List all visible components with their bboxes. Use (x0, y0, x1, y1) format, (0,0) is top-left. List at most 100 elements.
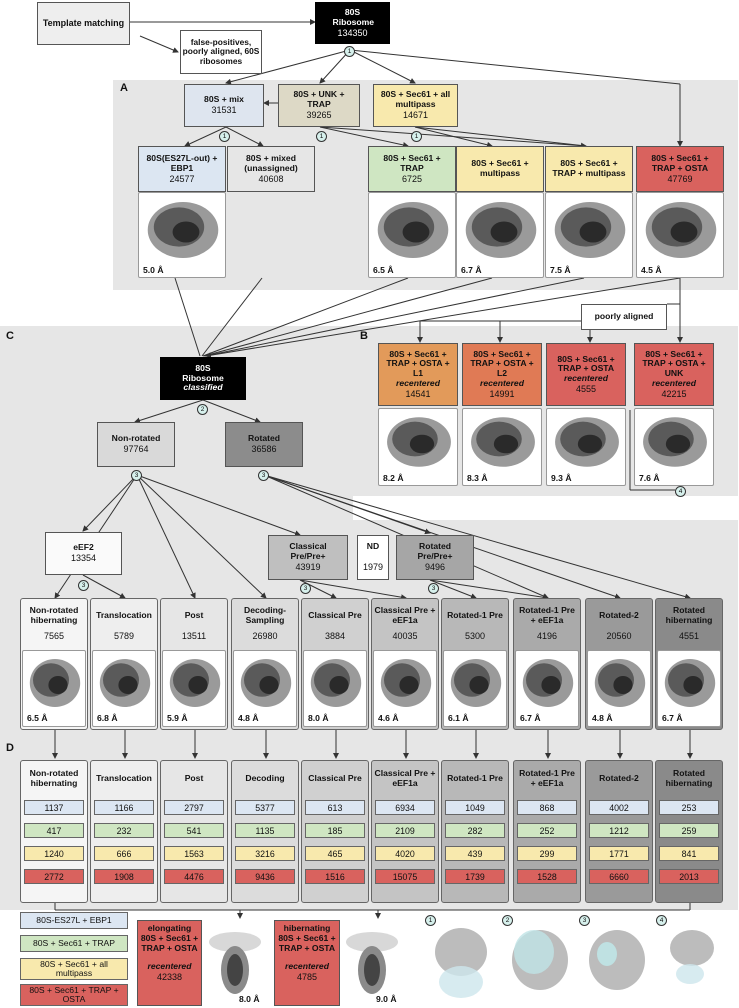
state-map-tile: 6.1 Å (443, 650, 507, 727)
mask-inset-4: 4 (654, 912, 728, 1006)
density-map (377, 202, 449, 258)
density-map (555, 417, 619, 467)
density-map (310, 659, 362, 707)
density-map (643, 417, 707, 467)
mask-inset-2: 2 (500, 912, 574, 1006)
count-column-title: Rotated-1 Pre (447, 773, 503, 784)
sec61-all-box: 80S + Sec61 + all multipass 14671 (373, 84, 458, 127)
state-map-tile: 6.7 Å (515, 650, 579, 727)
panel-a-class-count: 24577 (169, 173, 195, 184)
mask-2-map (512, 930, 568, 990)
panel-a-class-title: 80S + Sec61 + TRAP + multipass (552, 158, 626, 178)
classified-sub: classified (183, 382, 223, 393)
density-map (664, 659, 716, 707)
state-count: 5789 (113, 631, 135, 641)
state-map-tile: 4.6 Å (373, 650, 437, 727)
state-resolution: 4.8 Å (238, 713, 259, 724)
panel-b-class-sub: recentered (396, 378, 440, 389)
density-map (522, 659, 574, 707)
mix-title: 80S + mix (204, 94, 244, 105)
panel-a-class-title: 80S + Sec61 + TRAP (383, 152, 441, 173)
non-rotated-title: Non-rotated (111, 433, 161, 444)
eef2-title: eEF2 (73, 542, 94, 553)
panel-b-class-title: 80S + Sec61 + TRAP + OSTA (557, 353, 615, 374)
step-1-badge: 1 (316, 131, 327, 142)
density-map (147, 202, 219, 258)
count-cell: 417 (24, 823, 84, 838)
ribosome-root-count: 134350 (337, 27, 368, 38)
rotated-count: 36586 (251, 444, 277, 455)
state-map-tile: 6.7 Å (657, 650, 721, 727)
panel-a-class-count: 40608 (258, 173, 284, 184)
state-resolution: 4.6 Å (378, 713, 399, 724)
count-column-title: Decoding (245, 773, 285, 784)
panel-label-d: D (6, 742, 14, 754)
state-resolution: 8.0 Å (308, 713, 329, 724)
panel-a-map-tile: 6.5 Å (368, 192, 456, 278)
sec61-all-title: 80S + Sec61 + all multipass (380, 89, 451, 110)
panel-b-class-sub: recentered (652, 378, 696, 389)
count-column-title: Non-rotated hibernating (29, 768, 79, 788)
count-cell: 253 (659, 800, 719, 815)
state-resolution: 6.7 Å (520, 713, 541, 724)
panel-a-class-box: 80S + Sec61 + TRAP + multipass (545, 146, 633, 192)
density-map (387, 417, 451, 467)
density-map (554, 202, 626, 258)
state-title: Classical Pre + eEF1a (374, 605, 436, 625)
density-map (465, 202, 537, 258)
unk-trap-title: 80S + UNK + TRAP (293, 89, 345, 110)
hibernating-box: hibernating 80S + Sec61 + TRAP + OSTA re… (274, 920, 340, 1006)
legend-item-sec61-trap-osta: 80S + Sec61 + TRAP + OSTA (20, 984, 128, 1006)
state-resolution: 6.7 Å (662, 713, 683, 724)
count-column-title: Rotated hibernating (665, 768, 713, 788)
state-count: 40035 (392, 631, 418, 641)
count-cell: 1739 (445, 869, 505, 884)
count-cell: 1135 (235, 823, 295, 838)
count-cell: 1771 (589, 846, 649, 861)
count-cell: 185 (305, 823, 365, 838)
state-resolution: 6.8 Å (97, 713, 118, 724)
count-cell: 5377 (235, 800, 295, 815)
mask-3-map (589, 930, 645, 990)
density-map (450, 659, 502, 707)
count-column-title: Classical Pre (308, 773, 362, 784)
count-cell: 3216 (235, 846, 295, 861)
density-map (99, 659, 151, 707)
step-3-badge: 3 (131, 470, 142, 481)
density-map (471, 417, 535, 467)
panel-b-class-count: 14991 (489, 389, 515, 400)
state-resolution: 5.9 Å (167, 713, 188, 724)
legend-item-ebp1: 80S-ES27L + EBP1 (20, 912, 128, 929)
panel-b-class-count: 42215 (661, 389, 687, 400)
nd-title: ND (366, 541, 380, 552)
hibernating-resolution: 9.0 Å (376, 994, 397, 1004)
state-resolution: 4.8 Å (592, 713, 613, 724)
rotated-pre-box: Rotated Pre/Pre+ 9496 (396, 535, 474, 580)
state-title: Rotated-1 Pre (447, 610, 503, 621)
count-cell: 282 (445, 823, 505, 838)
panel-b-class-count: 14541 (405, 389, 431, 400)
count-column-title: Post (184, 773, 204, 784)
step-2-badge: 2 (197, 404, 208, 415)
state-count: 5300 (464, 631, 486, 641)
step-1-badge: 1 (411, 131, 422, 142)
density-map (240, 659, 292, 707)
state-count: 26980 (252, 631, 278, 641)
count-column-title: Rotated-2 (599, 773, 639, 784)
count-cell: 1166 (94, 800, 154, 815)
poorly-aligned-box: poorly aligned (581, 304, 667, 330)
density-map (380, 659, 432, 707)
state-title: Classical Pre (308, 610, 362, 621)
state-resolution: 6.5 Å (27, 713, 48, 724)
mask-badge-1: 1 (425, 915, 436, 926)
panel-a-class-title: 80S + Sec61 + TRAP + OSTA (651, 152, 709, 173)
count-cell: 1212 (589, 823, 649, 838)
state-map-tile: 8.0 Å (303, 650, 367, 727)
